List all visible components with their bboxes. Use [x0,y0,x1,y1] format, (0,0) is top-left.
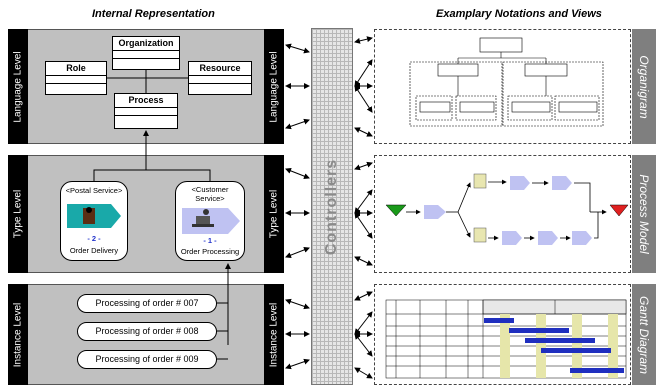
gantt-bar: Gantt Diagram [632,284,656,385]
type-level-bar-left: Type Level [8,155,28,273]
resource-label: Resource [189,62,251,76]
language-level-bar-right: Language Level [264,29,284,144]
process-entity[interactable]: Process [114,93,178,129]
instance-level-bar-left: Instance Level [8,284,28,385]
language-level-bar-left: Language Level [8,29,28,144]
organigram-thumbnail [409,37,604,127]
postal-service-number: - 2 - [87,234,101,243]
internal-representation-header: Internal Representation [92,8,215,20]
process-label: Process [115,94,177,108]
customer-service-box[interactable]: <Customer Service> - 1 - Order Processin… [175,181,245,261]
controllers-column: Controllers [311,28,353,385]
resource-entity[interactable]: Resource [188,61,252,95]
postal-service-title: <Postal Service> [65,186,123,195]
customer-service-name: Order Processing [180,247,240,256]
customer-service-number: - 1 - [203,236,217,245]
clerk-icon [182,208,240,234]
role-entity[interactable]: Role [45,61,107,95]
organization-label: Organization [113,37,179,51]
instance-level-bar-right: Instance Level [264,284,284,385]
instance-pill-008[interactable]: Processing of order # 008 [77,322,217,341]
instance-pill-009[interactable]: Processing of order # 009 [77,350,217,369]
views-header: Examplary Notations and Views [436,8,602,20]
organigram-bar: Organigram [632,29,656,144]
type-level-bar-right: Type Level [264,155,284,273]
postal-service-box[interactable]: <Postal Service> - 2 - Order Delivery [60,181,128,261]
gantt-thumbnail [385,299,627,379]
role-label: Role [46,62,106,76]
instance-pill-007[interactable]: Processing of order # 007 [77,294,217,313]
delivery-icon [67,204,121,228]
customer-service-title: <Customer Service> [191,185,229,203]
postal-service-name: Order Delivery [69,246,119,255]
organization-entity[interactable]: Organization [112,36,180,70]
process-model-thumbnail [385,173,629,245]
process-model-bar: Process Model [632,155,656,273]
